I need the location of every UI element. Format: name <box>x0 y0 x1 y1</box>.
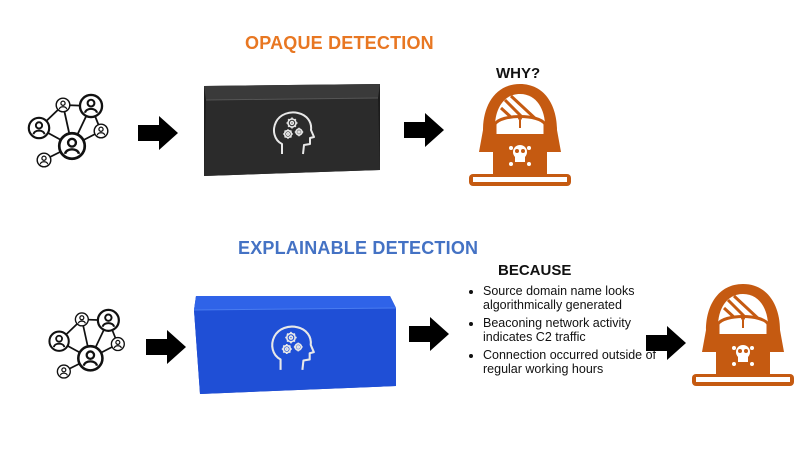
brain-gears-icon <box>268 108 318 158</box>
right-arrow-icon <box>646 325 686 361</box>
reason-item: Connection occurred outside of regular w… <box>483 348 663 376</box>
brain-gears-icon <box>266 322 318 374</box>
user-network-icon <box>43 305 133 385</box>
reason-item: Source domain name looks algorithmically… <box>483 284 663 312</box>
because-heading: BECAUSE <box>498 262 572 279</box>
right-arrow-icon <box>138 115 178 151</box>
reasons-list: Source domain name looks algorithmically… <box>463 284 663 380</box>
hooded-hacker-icon <box>465 82 575 190</box>
right-arrow-icon <box>409 316 449 352</box>
why-question: WHY? <box>496 65 541 82</box>
user-network-icon <box>22 92 117 172</box>
right-arrow-icon <box>404 112 444 148</box>
explainable-detection-title: EXPLAINABLE DETECTION <box>238 238 479 258</box>
right-arrow-icon <box>146 329 186 365</box>
opaque-detection-title: OPAQUE DETECTION <box>245 33 434 53</box>
reason-item: Beaconing network activity indicates C2 … <box>483 316 663 344</box>
opaque-model-box <box>196 80 388 180</box>
hooded-hacker-icon <box>688 282 798 390</box>
